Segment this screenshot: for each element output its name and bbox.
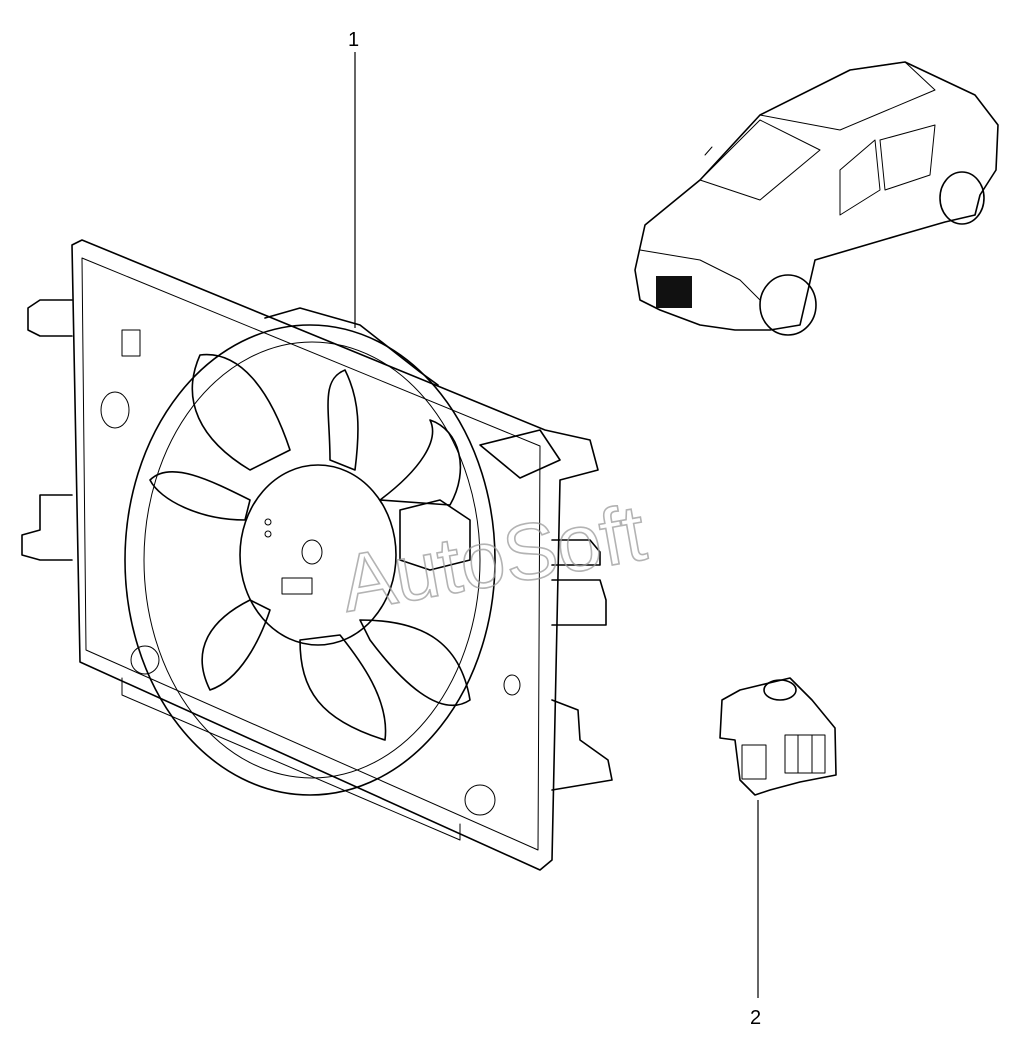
right-bracket-lower — [551, 699, 613, 791]
right-bracket-middle — [551, 579, 607, 626]
shroud-frame-inner — [81, 257, 541, 851]
hub-vent-1 — [264, 518, 272, 526]
watermark-group: AutoSoft — [333, 487, 652, 630]
fan-ring-inner — [143, 341, 481, 779]
hub-vent-2 — [264, 530, 272, 538]
module-side-plate — [741, 744, 767, 780]
fan-motor-hub — [239, 464, 397, 646]
vehicle-location-thumbnail — [634, 61, 999, 336]
module-body — [719, 677, 837, 796]
wire-clip — [479, 429, 561, 479]
callout-2: 2 — [750, 1007, 761, 1029]
mount-hole-2 — [130, 645, 160, 675]
left-peg-lower — [21, 494, 73, 561]
hub-center — [301, 539, 323, 565]
module-plug — [763, 679, 797, 701]
right-bracket-upper — [551, 539, 601, 566]
radiator-location-highlight — [656, 276, 692, 308]
fan-shroud-assembly — [21, 239, 613, 871]
car-roof — [759, 61, 936, 131]
fan-connector — [399, 499, 471, 571]
bottom-rail — [121, 677, 461, 841]
module-terminals — [784, 734, 826, 774]
fan-ring-outer — [124, 324, 496, 796]
hub-label-plate — [281, 577, 313, 595]
car-windshield — [699, 119, 821, 201]
watermark-text: AutoSoft — [334, 488, 652, 629]
left-peg-upper — [27, 299, 73, 337]
mount-hole-1 — [100, 391, 130, 429]
mount-hole-4 — [503, 674, 521, 696]
car-mirror — [704, 146, 713, 156]
callout-1: 1 — [348, 29, 359, 51]
car-rear-wheel — [939, 171, 985, 225]
frame-slot — [121, 329, 141, 357]
fan-resistor-module — [719, 677, 837, 796]
shroud-frame — [71, 239, 599, 871]
car-front-wheel — [759, 274, 817, 336]
car-rear-window — [879, 124, 936, 191]
fan-blades — [149, 353, 471, 741]
shroud-top-rim — [264, 307, 439, 386]
mount-hole-3 — [464, 784, 496, 816]
car-front-window — [839, 139, 881, 216]
car-hood-line — [639, 249, 761, 301]
